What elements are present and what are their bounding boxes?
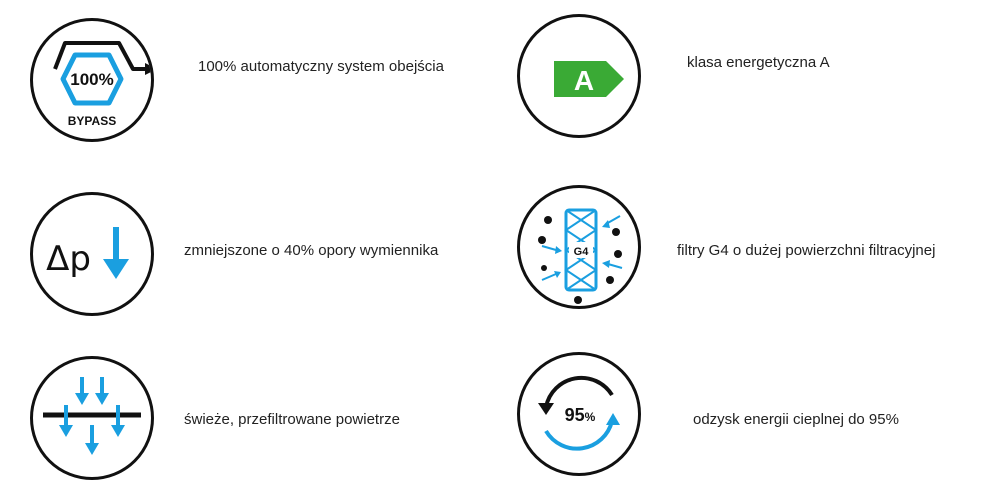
fresh-air-icon (30, 356, 154, 480)
feature-label-pressure-drop: zmniejszone o 40% opory wymiennika (184, 242, 439, 259)
bypass-caption-text: BYPASS (68, 114, 116, 128)
heat-recovery-icon: 95% (517, 352, 641, 476)
feature-label-fresh-air: świeże, przefiltrowane powietrze (184, 411, 400, 428)
pressure-drop-symbol: Δp (46, 239, 91, 279)
heat-recovery-value: 95% (565, 405, 596, 425)
bypass-icon: 100% BYPASS (30, 18, 154, 142)
bypass-percent-text: 100% (70, 70, 113, 89)
feature-label-filter: filtry G4 o dużej powierzchni filtracyjn… (677, 242, 936, 259)
energy-class-icon: A (517, 14, 641, 138)
energy-class-letter: A (574, 65, 594, 96)
feature-label-energy-class: klasa energetyczna A (687, 54, 830, 71)
filter-class-text: G4 (574, 246, 590, 258)
filter-icon: G4 (517, 185, 641, 309)
feature-label-heat-recovery: odzysk energii cieplnej do 95% (693, 411, 899, 428)
pressure-drop-icon: Δp (30, 192, 154, 316)
feature-label-bypass: 100% automatyczny system obejścia (198, 58, 444, 75)
